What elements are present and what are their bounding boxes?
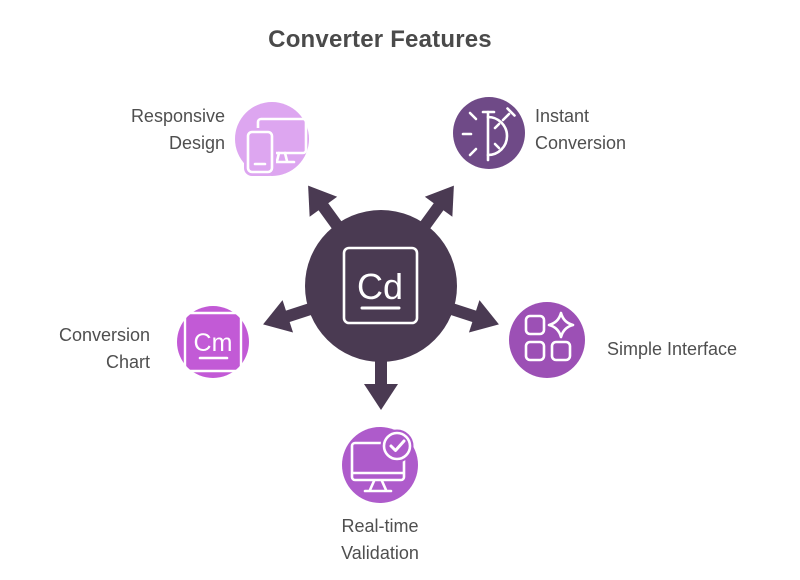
- label-line: Simple Interface: [607, 339, 738, 359]
- monitor-check-icon: [350, 429, 414, 493]
- instant-conversion-label: Instant Conversion: [535, 103, 626, 157]
- cm-symbol-text: Cm: [194, 329, 233, 357]
- hub-symbol-text: Cd: [357, 266, 403, 307]
- conversion-chart-label: Conversion Chart: [59, 322, 150, 376]
- devices-icon: [244, 117, 308, 176]
- cd-symbol-icon: Cd: [342, 246, 419, 325]
- label-line: Real-time: [341, 516, 419, 536]
- responsive-design-label: Responsive Design: [131, 103, 225, 157]
- cm-symbol-icon: Cm: [183, 311, 243, 373]
- label-line: Conversion: [58, 325, 150, 345]
- label-line: Validation: [341, 543, 419, 563]
- label-line: Design: [168, 133, 225, 153]
- simple-interface-circle: [509, 302, 585, 378]
- hub-circle: [305, 210, 457, 362]
- page-title: Converter Features: [268, 26, 492, 53]
- real-time-validation-label: Real-time Validation: [280, 513, 480, 567]
- label-line: Conversion: [535, 133, 627, 153]
- label-line: Responsive: [130, 106, 225, 126]
- apps-sparkle-icon: [524, 311, 575, 362]
- simple-interface-label: Simple Interface: [607, 336, 737, 363]
- label-line: Instant: [535, 106, 590, 126]
- conversion-chart-circle: [177, 306, 249, 378]
- stopwatch-icon: [461, 107, 516, 162]
- label-line: Chart: [105, 352, 150, 372]
